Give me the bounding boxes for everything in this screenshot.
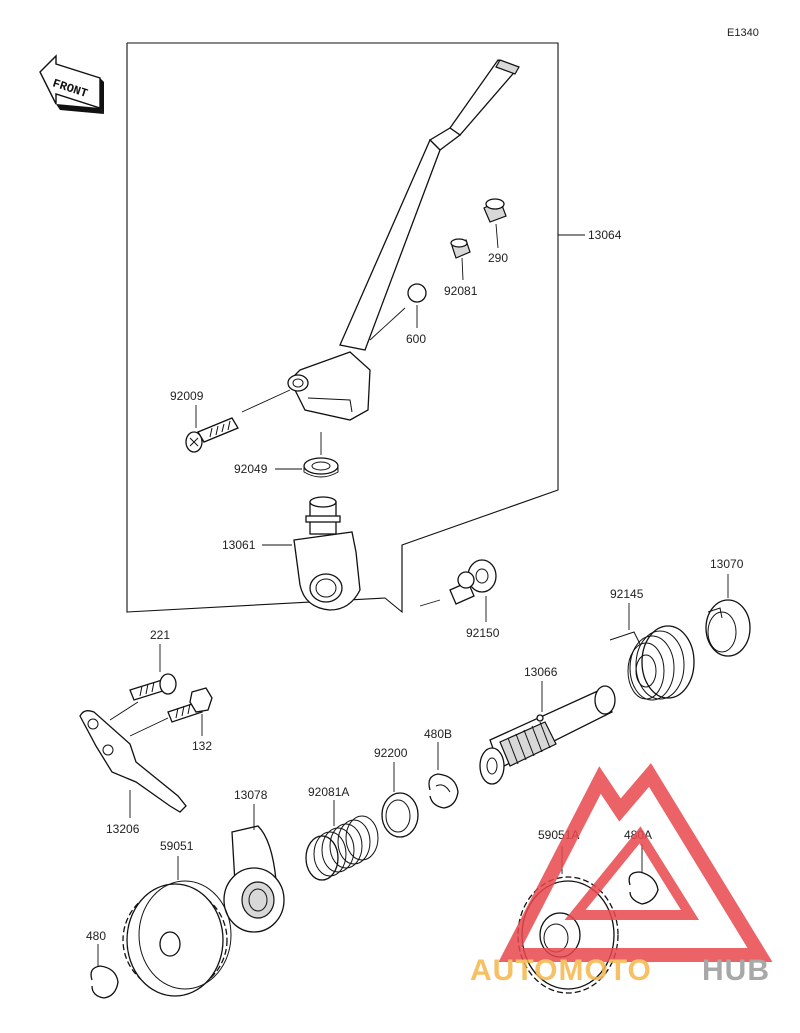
label-92009: 92009 bbox=[170, 389, 204, 403]
label-13061: 13061 bbox=[222, 538, 256, 552]
label-59051: 59051 bbox=[160, 839, 194, 853]
label-13064: 13064 bbox=[588, 228, 622, 242]
label-92081A: 92081A bbox=[308, 785, 349, 799]
ball-600 bbox=[407, 283, 427, 303]
spring-92081 bbox=[450, 238, 471, 259]
spring-92145 bbox=[609, 625, 695, 701]
plate-13206 bbox=[79, 710, 187, 813]
bolt-132 bbox=[167, 687, 213, 723]
label-13078: 13078 bbox=[234, 788, 268, 802]
ratchet-13078 bbox=[223, 825, 285, 933]
label-132: 132 bbox=[192, 739, 212, 753]
watermark-text-hub: HUB bbox=[702, 954, 770, 987]
label-290: 290 bbox=[488, 251, 508, 265]
diagram-code: E1340 bbox=[727, 27, 759, 39]
washer-92200 bbox=[381, 792, 419, 838]
circlip-480B bbox=[428, 773, 459, 809]
washer-92049 bbox=[303, 457, 339, 478]
kick-pedal bbox=[287, 59, 520, 421]
label-13066: 13066 bbox=[524, 665, 558, 679]
screw-290 bbox=[483, 198, 507, 223]
watermark-text-auto: AUTOMOTO bbox=[470, 954, 652, 987]
label-13206: 13206 bbox=[106, 822, 140, 836]
label-92049: 92049 bbox=[234, 462, 268, 476]
bolt-92009 bbox=[185, 417, 239, 453]
bolt-221 bbox=[129, 673, 177, 701]
label-13070: 13070 bbox=[710, 557, 744, 571]
spring-92081A bbox=[305, 815, 379, 881]
kick-boss-13061 bbox=[293, 496, 361, 611]
bolt-92150 bbox=[449, 559, 497, 605]
label-480: 480 bbox=[86, 929, 106, 943]
gear-59051 bbox=[122, 880, 232, 997]
label-92145: 92145 bbox=[610, 587, 644, 601]
watermark-logo: AUTOMOTO HUB bbox=[470, 763, 773, 987]
label-92200: 92200 bbox=[374, 746, 408, 760]
circlip-480 bbox=[90, 965, 119, 999]
label-221: 221 bbox=[150, 628, 170, 642]
circlip-480A bbox=[628, 871, 659, 905]
label-92081: 92081 bbox=[444, 284, 478, 298]
label-600: 600 bbox=[406, 332, 426, 346]
guide-13070 bbox=[705, 599, 751, 657]
assembly-box bbox=[126, 42, 585, 614]
label-480B: 480B bbox=[424, 727, 452, 741]
shaft-13066 bbox=[479, 685, 616, 785]
front-arrow-icon: FRONT bbox=[39, 54, 104, 114]
label-92150: 92150 bbox=[466, 626, 500, 640]
